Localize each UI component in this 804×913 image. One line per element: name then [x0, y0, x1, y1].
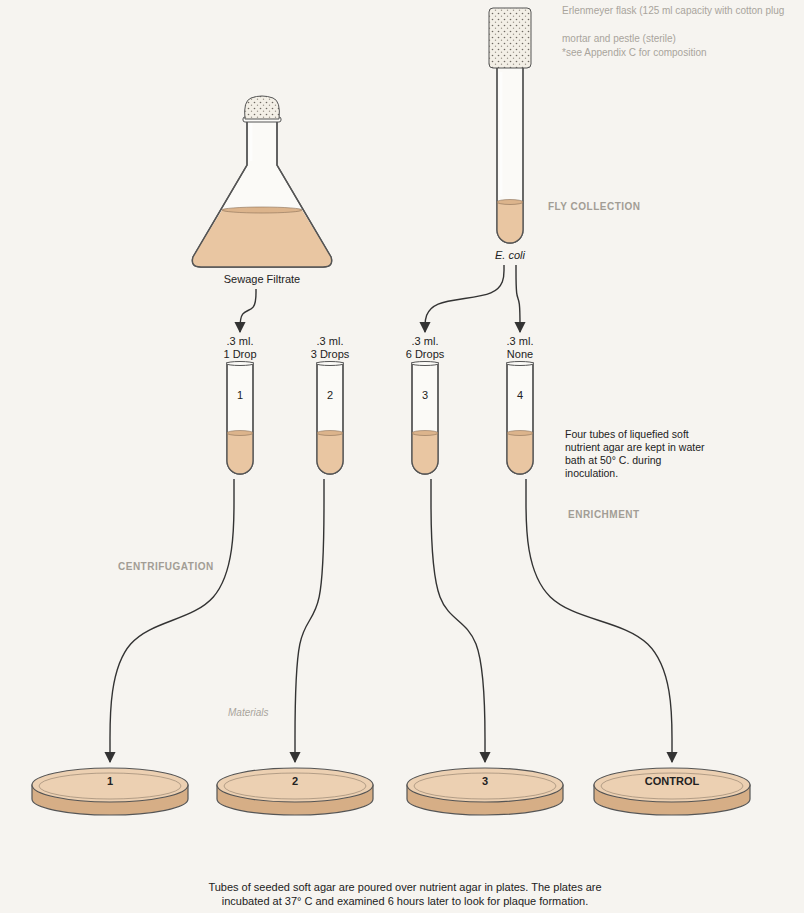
shape-outline: 2: [215, 765, 375, 821]
plate-label: 1: [30, 775, 190, 788]
flow-arrow: [295, 479, 324, 762]
test-tube: [408, 361, 442, 476]
plate-label: 2: [215, 775, 375, 788]
petri-plate-node: 1: [30, 765, 190, 821]
culture-tube: [485, 6, 535, 246]
tube-label: .3 ml.: [227, 335, 254, 348]
background-text: mortar and pestle (sterile): [562, 32, 798, 45]
flow-arrow: [526, 479, 672, 762]
petri-plate-node: CONTROL: [592, 765, 752, 821]
tube-label: .3 ml.: [317, 335, 344, 348]
background-text: *see Appendix C for composition: [562, 46, 798, 59]
tube-number: 4: [503, 389, 537, 402]
tube-number: 3: [408, 389, 442, 402]
culture-tube-node: E. coli: [485, 6, 535, 262]
tube-label: 6 Drops: [406, 348, 445, 361]
agar-tube-node: .3 ml.None 4: [503, 335, 537, 476]
tube-label: .3 ml.: [507, 335, 534, 348]
background-text: ENRICHMENT: [568, 508, 768, 521]
petri-dish: [405, 765, 565, 821]
agar-tube-node: .3 ml.1 Drop 1: [223, 335, 257, 476]
tube-label: 1 Drop: [223, 348, 256, 361]
flow-arrow: [240, 289, 256, 332]
shape-outline: CONTROL: [592, 765, 752, 821]
shape-outline: 2: [313, 361, 347, 476]
test-tube: [313, 361, 347, 476]
tube-label: 3 Drops: [311, 348, 350, 361]
flow-arrow: [425, 265, 504, 332]
petri-plate-node: 3: [405, 765, 565, 821]
tube-label: None: [507, 348, 533, 361]
petri-dish: [592, 765, 752, 821]
erlenmeyer-flask: [187, 95, 337, 270]
flow-arrow: [431, 479, 485, 762]
shape-outline: 3: [405, 765, 565, 821]
tube-label: .3 ml.: [412, 335, 439, 348]
shape-outline: [187, 95, 337, 270]
background-text: Erlenmeyer flask (125 ml capacity with c…: [562, 4, 798, 17]
background-text: FLY COLLECTION: [548, 200, 748, 213]
note-text: Four tubes of liquefied soft nutrient ag…: [565, 428, 715, 480]
petri-dish: [30, 765, 190, 821]
shape-outline: 1: [223, 361, 257, 476]
flask-label: Sewage Filtrate: [224, 273, 300, 286]
shape-outline: 3: [408, 361, 442, 476]
tube-number: 1: [223, 389, 257, 402]
test-tube: [503, 361, 537, 476]
agar-tube-node: .3 ml.6 Drops 3: [406, 335, 445, 476]
culture-label: E. coli: [495, 249, 525, 262]
shape-outline: 1: [30, 765, 190, 821]
background-text: CENTRIFUGATION: [118, 560, 228, 573]
test-tube: [223, 361, 257, 476]
shape-outline: [485, 6, 535, 246]
figure-caption: Tubes of seeded soft agar are poured ove…: [200, 880, 610, 908]
petri-plate-node: 2: [215, 765, 375, 821]
flow-arrow: [516, 265, 520, 332]
tube-number: 2: [313, 389, 347, 402]
background-text: Materials: [228, 706, 308, 719]
plate-label: CONTROL: [592, 775, 752, 788]
plate-label: 3: [405, 775, 565, 788]
flow-arrow: [110, 479, 234, 762]
shape-outline: 4: [503, 361, 537, 476]
flask-node: Sewage Filtrate: [187, 95, 337, 286]
petri-dish: [215, 765, 375, 821]
agar-tube-node: .3 ml.3 Drops 2: [311, 335, 350, 476]
